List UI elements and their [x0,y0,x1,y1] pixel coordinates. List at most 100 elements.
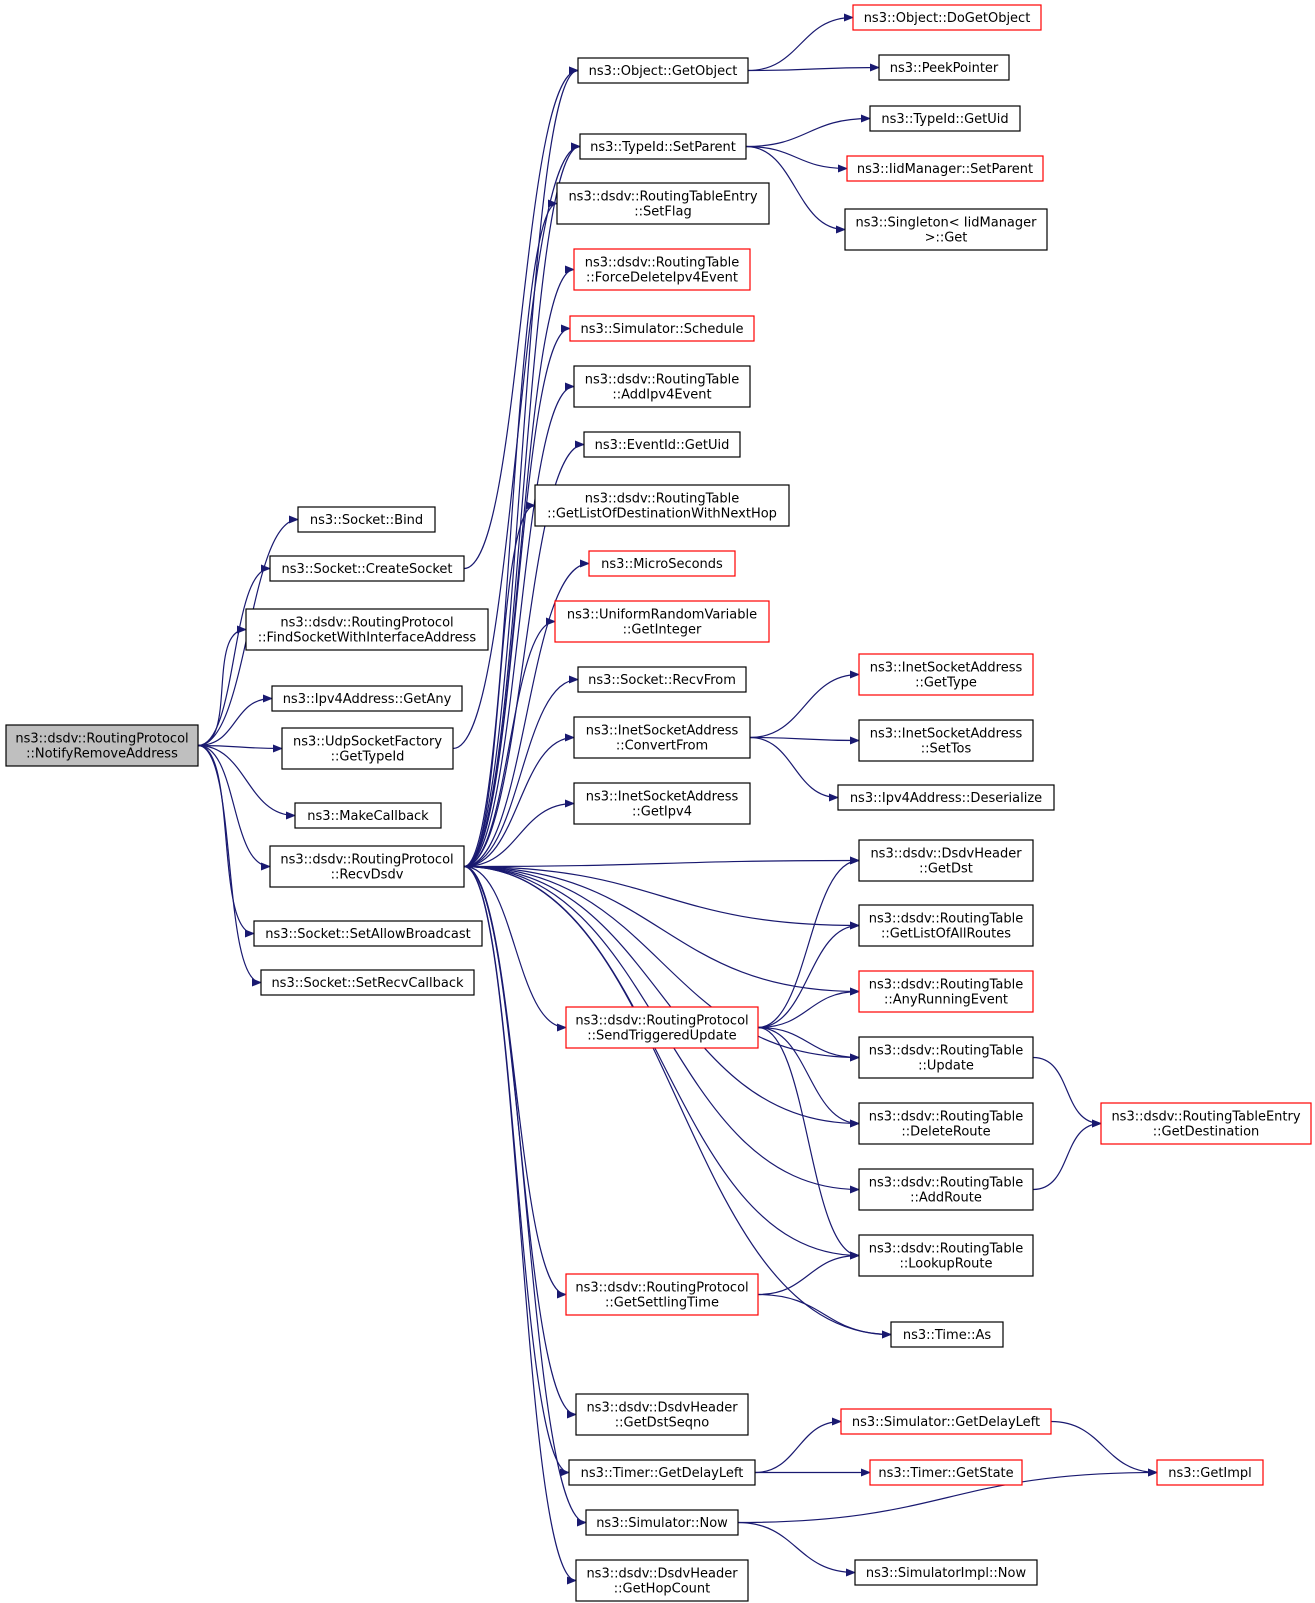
node-settypeid[interactable]: ns3::TypeId::SetParent [579,133,747,160]
node-label-forcedelete-0: ns3::dsdv::RoutingTable [585,256,740,271]
node-simgetdelayleft[interactable]: ns3::Simulator::GetDelayLeft [840,1408,1052,1435]
node-getlistnexthop[interactable]: ns3::dsdv::RoutingTable::GetListOfDestin… [534,484,790,527]
node-label-setrecvcallback-0: ns3::Socket::SetRecvCallback [271,976,464,991]
node-getipv4[interactable]: ns3::InetSocketAddress::GetIpv4 [573,782,751,825]
node-simnow[interactable]: ns3::Simulator::Now [585,1509,739,1536]
node-inetgettype[interactable]: ns3::InetSocketAddress::GetType [858,653,1034,696]
edge-recvdsdv-to-lookuproute [463,865,860,1260]
node-microseconds[interactable]: ns3::MicroSeconds [588,550,736,577]
node-label-update-0: ns3::dsdv::RoutingTable [869,1044,1024,1059]
node-findsocket[interactable]: ns3::dsdv::RoutingProtocol::FindSocketWi… [245,608,489,651]
edge-root-to-findsocket [197,625,247,747]
node-peekpointer[interactable]: ns3::PeekPointer [878,54,1010,81]
node-setflag[interactable]: ns3::dsdv::RoutingTableEntry::SetFlag [556,182,770,225]
node-simimplnow[interactable]: ns3::SimulatorImpl::Now [854,1559,1038,1586]
node-forcedelete[interactable]: ns3::dsdv::RoutingTable::ForceDeleteIpv4… [573,248,751,291]
node-label-addipv4event-1: ::AddIpv4Event [612,388,711,403]
edge-recvdsdv-to-recvfrom [463,675,579,868]
node-label-forcedelete-1: ::ForceDeleteIpv4Event [586,271,738,286]
node-box-typeidgetuid [869,105,1021,132]
node-box-timergetdelayleft [568,1459,756,1486]
edge-recvdsdv-to-deleteroute [463,865,860,1128]
node-iidsetparent[interactable]: ns3::IidManager::SetParent [846,155,1044,182]
node-label-getinteger-0: ns3::UniformRandomVariable [567,608,757,623]
node-box-getinteger [554,600,770,643]
node-bind[interactable]: ns3::Socket::Bind [297,506,436,533]
node-label-inetgettype-1: ::GetType [915,676,977,691]
node-sendtriggered[interactable]: ns3::dsdv::RoutingProtocol::SendTriggere… [565,1006,759,1049]
node-label-getlistall-1: ::GetListOfAllRoutes [881,927,1011,942]
node-box-getlistall [858,904,1034,947]
node-lookuproute[interactable]: ns3::dsdv::RoutingTable::LookupRoute [858,1234,1034,1277]
node-label-addroute-1: ::AddRoute [910,1191,982,1206]
node-label-root-1: ::NotifyRemoveAddress [26,747,178,762]
node-box-recvfrom [577,666,747,693]
edge-root-to-makecallback [197,744,296,820]
edge-update-to-getdestination [1032,1056,1102,1128]
node-recvfrom[interactable]: ns3::Socket::RecvFrom [577,666,747,693]
nodes-layer: ns3::dsdv::RoutingProtocol::NotifyRemove… [5,4,1312,1602]
edge-sendtriggered-to-update [757,1026,860,1062]
edge-getobject-to-dogetobject [747,13,854,72]
node-anyrunning[interactable]: ns3::dsdv::RoutingTable::AnyRunningEvent [858,970,1034,1013]
node-setallowbroadcast[interactable]: ns3::Socket::SetAllowBroadcast [253,920,483,947]
node-addroute[interactable]: ns3::dsdv::RoutingTable::AddRoute [858,1168,1034,1211]
node-box-forcedelete [573,248,751,291]
node-udpgettypeid[interactable]: ns3::UdpSocketFactory::GetTypeId [281,727,454,770]
node-box-peekpointer [878,54,1010,81]
node-timeas[interactable]: ns3::Time::As [890,1321,1004,1348]
node-box-getipv4 [573,782,751,825]
node-dogetobject[interactable]: ns3::Object::DoGetObject [852,4,1042,31]
node-label-getsettling-1: ::GetSettlingTime [605,1296,719,1311]
node-label-sendtriggered-1: ::SendTriggeredUpdate [587,1029,736,1044]
node-schedule[interactable]: ns3::Simulator::Schedule [569,315,755,342]
node-setrecvcallback[interactable]: ns3::Socket::SetRecvCallback [260,969,475,996]
node-getsettling[interactable]: ns3::dsdv::RoutingProtocol::GetSettlingT… [565,1273,759,1316]
node-timergetdelayleft[interactable]: ns3::Timer::GetDelayLeft [568,1459,756,1486]
node-singletonget[interactable]: ns3::Singleton< IidManager>::Get [844,208,1048,251]
node-getinteger[interactable]: ns3::UniformRandomVariable::GetInteger [554,600,770,643]
node-addipv4event[interactable]: ns3::dsdv::RoutingTable::AddIpv4Event [573,365,751,408]
node-timergetstate[interactable]: ns3::Timer::GetState [869,1459,1023,1486]
node-box-addipv4event [573,365,751,408]
edge-getobject-to-peekpointer [747,63,880,72]
node-label-getobject-0: ns3::Object::GetObject [589,64,738,79]
node-getany[interactable]: ns3::Ipv4Address::GetAny [271,685,463,712]
node-createsocket[interactable]: ns3::Socket::CreateSocket [269,555,465,582]
node-label-deleteroute-1: ::DeleteRoute [901,1125,990,1140]
node-getimpl[interactable]: ns3::GetImpl [1156,1459,1264,1486]
node-box-eventidgetuid [583,431,741,458]
node-label-gethopcount-1: ::GetHopCount [614,1582,711,1597]
node-recvdsdv[interactable]: ns3::dsdv::RoutingProtocol::RecvDsdv [269,845,465,888]
node-root[interactable]: ns3::dsdv::RoutingProtocol::NotifyRemove… [5,724,199,767]
node-label-convertfrom-0: ns3::InetSocketAddress [586,724,739,739]
edge-simnow-to-getimpl [737,1468,1158,1524]
node-getdst[interactable]: ns3::dsdv::DsdvHeader::GetDst [858,839,1034,882]
node-getdestination[interactable]: ns3::dsdv::RoutingTableEntry::GetDestina… [1100,1102,1312,1145]
node-eventidgetuid[interactable]: ns3::EventId::GetUid [583,431,741,458]
node-label-addroute-0: ns3::dsdv::RoutingTable [869,1176,1024,1191]
node-update[interactable]: ns3::dsdv::RoutingTable::Update [858,1036,1034,1079]
edge-root-to-getany [197,694,273,747]
node-label-settos-0: ns3::InetSocketAddress [870,727,1023,742]
edge-root-to-setrecvcallback [197,744,262,987]
edge-recvdsdv-to-forcedelete [463,265,575,868]
node-label-getdst-1: ::GetDst [919,862,973,877]
node-settos[interactable]: ns3::InetSocketAddress::SetTos [858,719,1034,762]
node-label-update-1: ::Update [918,1059,974,1074]
node-getlistall[interactable]: ns3::dsdv::RoutingTable::GetListOfAllRou… [858,904,1034,947]
node-deleteroute[interactable]: ns3::dsdv::RoutingTable::DeleteRoute [858,1102,1034,1145]
node-getobject[interactable]: ns3::Object::GetObject [577,57,749,84]
node-deserialize[interactable]: ns3::Ipv4Address::Deserialize [837,784,1055,811]
node-typeidgetuid[interactable]: ns3::TypeId::GetUid [869,105,1021,132]
node-label-schedule-0: ns3::Simulator::Schedule [580,322,743,337]
node-getdstseqno[interactable]: ns3::dsdv::DsdvHeader::GetDstSeqno [575,1393,749,1436]
node-gethopcount[interactable]: ns3::dsdv::DsdvHeader::GetHopCount [575,1559,749,1602]
edge-settypeid-to-typeidgetuid [745,114,871,148]
node-label-gethopcount-0: ns3::dsdv::DsdvHeader [586,1567,738,1582]
node-label-setflag-0: ns3::dsdv::RoutingTableEntry [568,190,757,205]
node-convertfrom[interactable]: ns3::InetSocketAddress::ConvertFrom [573,716,751,759]
node-makecallback[interactable]: ns3::MakeCallback [294,802,442,829]
node-label-typeidgetuid-0: ns3::TypeId::GetUid [881,112,1008,127]
node-box-getsettling [565,1273,759,1316]
